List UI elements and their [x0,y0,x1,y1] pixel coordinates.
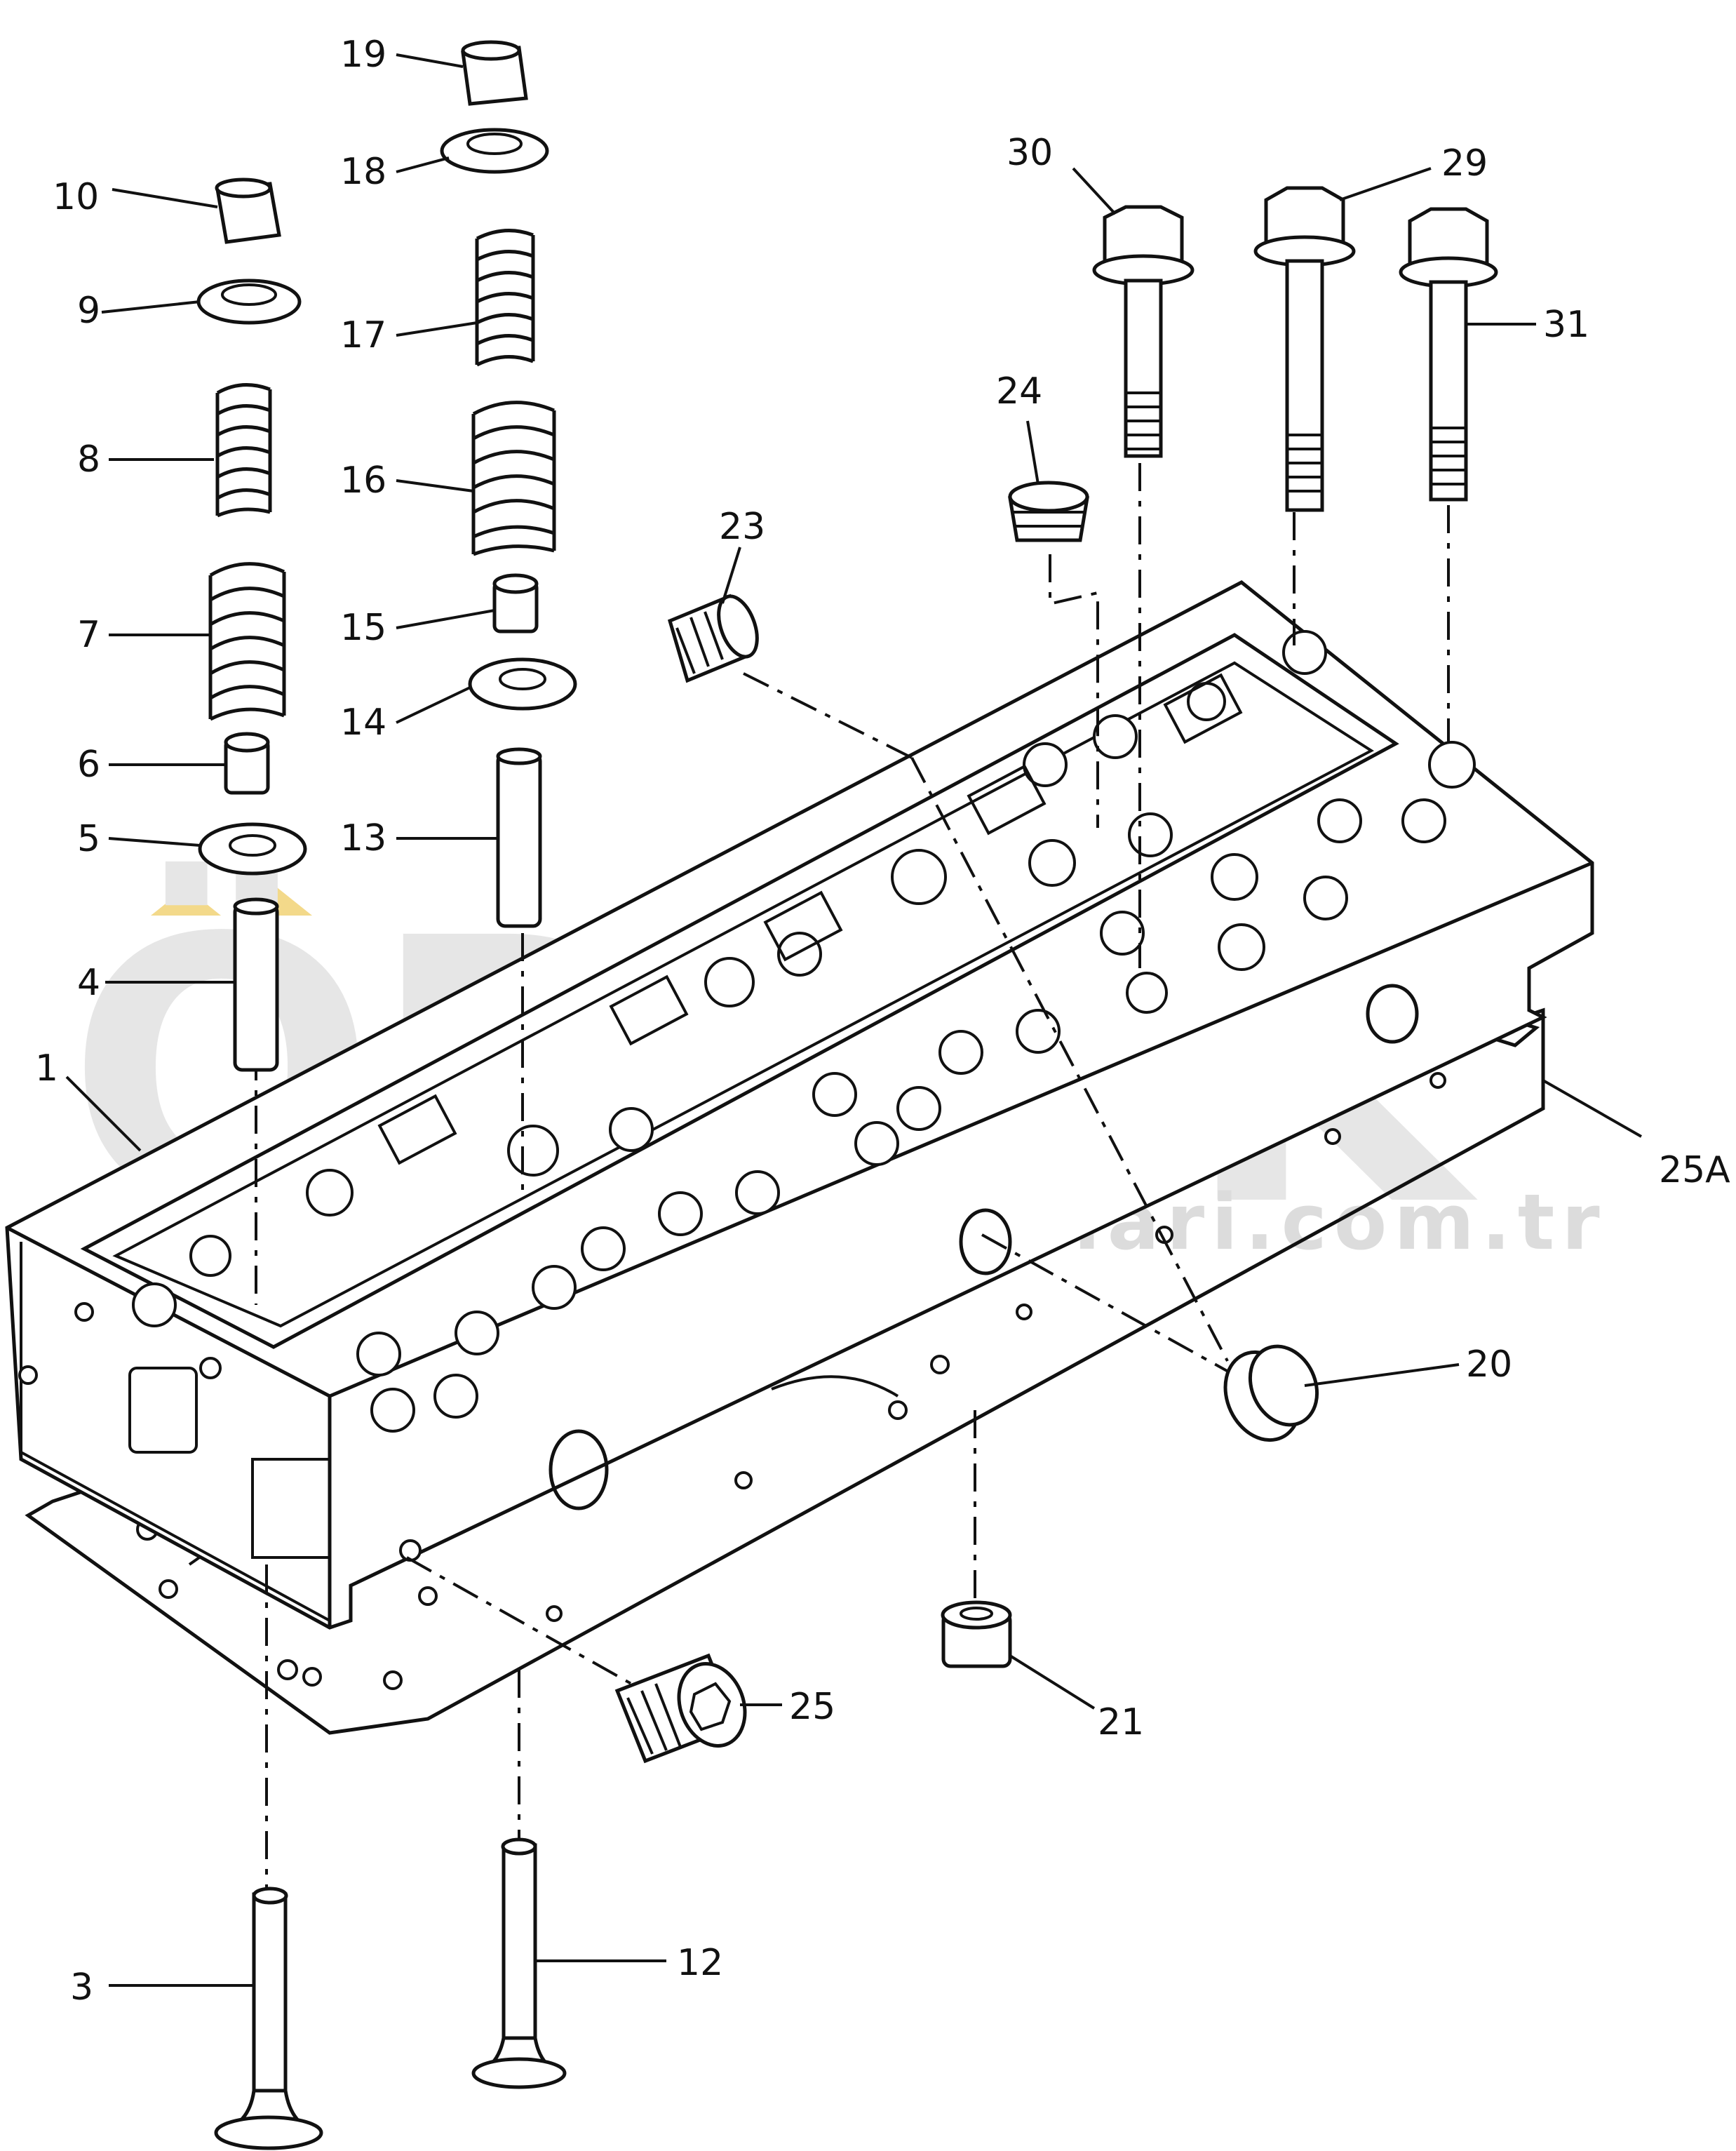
callout-labels: 10 9 8 7 6 5 4 1 3 19 18 17 16 15 14 13 … [35,34,1730,2009]
plugs [614,481,1319,1764]
callout-25: 25 [789,1686,835,1728]
valve-guide-13 [496,752,542,928]
callout-31: 31 [1543,304,1589,346]
head-bolt-31 [1399,207,1498,502]
callout-21: 21 [1098,1701,1144,1743]
valve-guide-bosses [132,630,1476,1433]
callout-23: 23 [719,506,765,548]
callout-13: 13 [340,817,386,859]
spring-retainer-18 [440,128,549,174]
intake-valve-3 [214,1887,323,2150]
callout-19: 19 [340,34,386,76]
head-bolt-30 [1092,205,1195,458]
callout-8: 8 [77,438,100,481]
callout-4: 4 [77,962,100,1004]
spring-seat-5 [198,822,307,876]
cylinder-head [5,580,1594,1630]
valve-guide-4 [233,903,279,1072]
outer-valve-spring-7 [208,562,286,721]
callout-15: 15 [340,607,386,649]
callout-29: 29 [1441,142,1488,185]
callout-18: 18 [340,151,386,193]
callout-1: 1 [35,1047,58,1090]
callout-12: 12 [677,1942,723,1984]
inner-valve-spring-17 [475,229,535,367]
callout-17: 17 [340,314,386,356]
callout-7: 7 [77,614,100,656]
leader-lines [65,53,1642,1987]
callout-24: 24 [996,370,1042,413]
valves [214,1837,567,2150]
spring-seat-14 [468,657,577,711]
callout-25A: 25A [1659,1149,1730,1191]
callout-16: 16 [340,460,386,502]
plug-25 [614,1653,747,1764]
callout-14: 14 [340,702,386,744]
callout-9: 9 [77,290,100,332]
callout-5: 5 [77,818,100,860]
cup-plug-21 [941,1600,1012,1668]
exhaust-valve-12 [471,1837,567,2089]
exhaust-valve-stack [440,40,577,928]
outer-valve-spring-16 [471,401,556,556]
seal-ring-20 [1223,1344,1319,1442]
watermark-accent-left [151,887,221,916]
callout-30: 30 [1007,132,1053,174]
callout-20: 20 [1466,1343,1512,1386]
plug-23 [667,594,759,683]
assembly-axes [255,463,1450,1894]
inner-valve-spring-8 [215,383,272,518]
plug-24 [1008,481,1089,542]
head-bolts [1092,186,1498,512]
head-bolt-29 [1253,186,1356,512]
callout-6: 6 [77,744,100,786]
callout-3: 3 [70,1966,93,2009]
intake-valve-stack [196,177,307,1072]
spring-retainer-9 [196,279,302,325]
callout-10: 10 [53,176,99,218]
